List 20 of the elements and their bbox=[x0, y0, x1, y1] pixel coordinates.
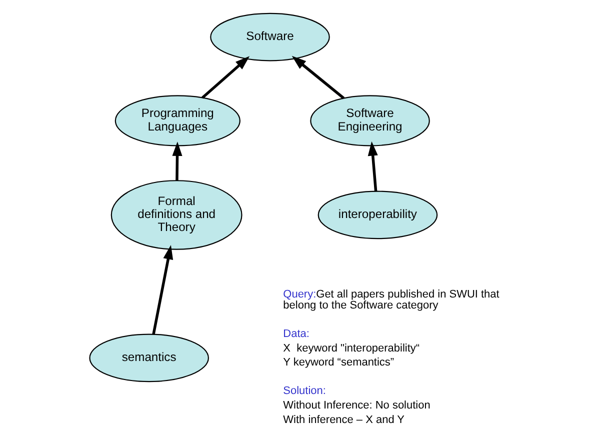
label: Y keyword “semantics” bbox=[282, 356, 394, 368]
label: belong to the Software category bbox=[282, 299, 438, 311]
node-ellipse: Programming Languages bbox=[114, 94, 240, 146]
label: Without Inference: No solution bbox=[282, 399, 430, 412]
node-ellipse: Software Engineering bbox=[310, 94, 430, 146]
label: X keyword "interoperability“ bbox=[282, 342, 420, 354]
label: Solution: bbox=[282, 384, 326, 397]
label: Data: bbox=[282, 328, 309, 340]
label: Query: bbox=[282, 288, 316, 300]
arrow bbox=[201, 56, 250, 98]
arrow bbox=[367, 140, 378, 191]
label: Get all papers published in SWUI that bbox=[316, 288, 499, 300]
arrow bbox=[291, 55, 344, 99]
arrow bbox=[152, 244, 173, 334]
node-ellipse: Formal definitions and Theory bbox=[110, 180, 242, 250]
node-ellipse: interoperability bbox=[317, 190, 438, 239]
label: With inference – X and Y bbox=[282, 413, 404, 426]
node-ellipse: semantics bbox=[88, 333, 208, 382]
arrow bbox=[172, 141, 182, 180]
node-ellipse: Software bbox=[210, 12, 330, 61]
